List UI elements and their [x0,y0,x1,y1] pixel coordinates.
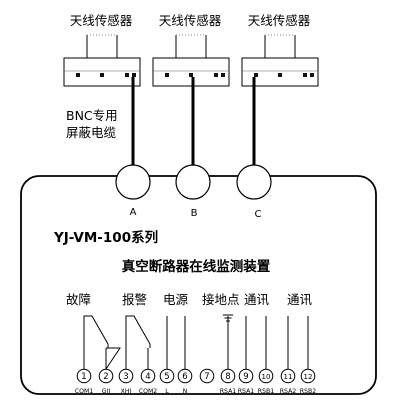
terminal-num: 6 [182,372,187,382]
sensor-label-1: 天线传感器 [70,13,133,28]
terminal-11 [280,368,296,384]
group-label-power: 电源 [163,292,189,307]
terminal-name: L [165,388,169,395]
ground-symbol [223,314,233,369]
group-label-comm-2: 通讯 [287,292,313,307]
input-label-a: A [130,207,137,218]
group-label-ground: 接地点 [202,292,240,307]
comm-leads [245,316,309,369]
terminal-10 [258,368,274,384]
terminal-name: GJJ [102,388,111,395]
terminal-8 [220,368,236,384]
terminal-name: RSA1 [238,388,255,395]
terminal-name: XHJ [121,388,132,395]
terminal-num: 10 [262,373,271,381]
terminal-name: RSB1 [258,388,274,395]
terminal-num: 1 [81,372,86,382]
terminal-num: 12 [304,373,313,381]
terminal-3 [118,368,134,384]
alarm-relay-contact [125,315,151,369]
fault-relay-contact [83,315,121,370]
terminal-num: 11 [284,373,293,381]
input-label-c: C [255,209,262,220]
terminal-num: 5 [164,372,169,382]
terminal-name: RSA2 [280,388,297,395]
group-label-alarm: 报警 [122,292,147,307]
terminal-5 [159,368,175,384]
input-connector-c [236,164,272,200]
power-leads [166,316,186,369]
terminal-name: N [183,388,188,395]
terminal-num: 2 [103,372,108,382]
terminal-2 [98,368,114,384]
terminal-num: 4 [145,372,150,382]
terminal-7 [199,368,215,384]
cable-label-line2: 屏蔽电缆 [66,125,117,140]
device-model: YJ-VM-100系列 [53,229,158,246]
device-title: 真空断路器在线监测装置 [122,258,271,275]
terminal-circles [76,368,316,384]
terminal-name: COM2 [139,388,158,395]
input-label-b: B [191,208,198,219]
device-enclosure [20,175,377,395]
terminal-9 [238,368,254,384]
terminal-12 [300,368,316,384]
terminal-name: RSB2 [300,388,316,395]
terminal-4 [140,368,156,384]
cable-label-line1: BNC专用 [66,108,118,123]
sensor-label-3: 天线传感器 [248,13,311,28]
input-connector-a [115,164,151,200]
terminal-num: 9 [243,372,248,382]
sensor-label-2: 天线传感器 [159,13,222,28]
group-label-comm-1: 通讯 [244,292,270,307]
antenna-sensor-1 [63,34,141,87]
group-label-fault: 故障 [66,292,91,307]
input-connector-b [175,164,211,200]
terminal-num: 3 [123,372,128,382]
terminal-name: COM1 [75,388,94,395]
terminal-num: 8 [225,372,230,382]
terminal-name: RSA1 [220,388,237,395]
terminal-6 [177,368,193,384]
terminal-1 [76,368,92,384]
antenna-sensor-2 [152,34,230,87]
terminal-num: 7 [204,372,209,382]
bnc-cables [131,77,256,165]
